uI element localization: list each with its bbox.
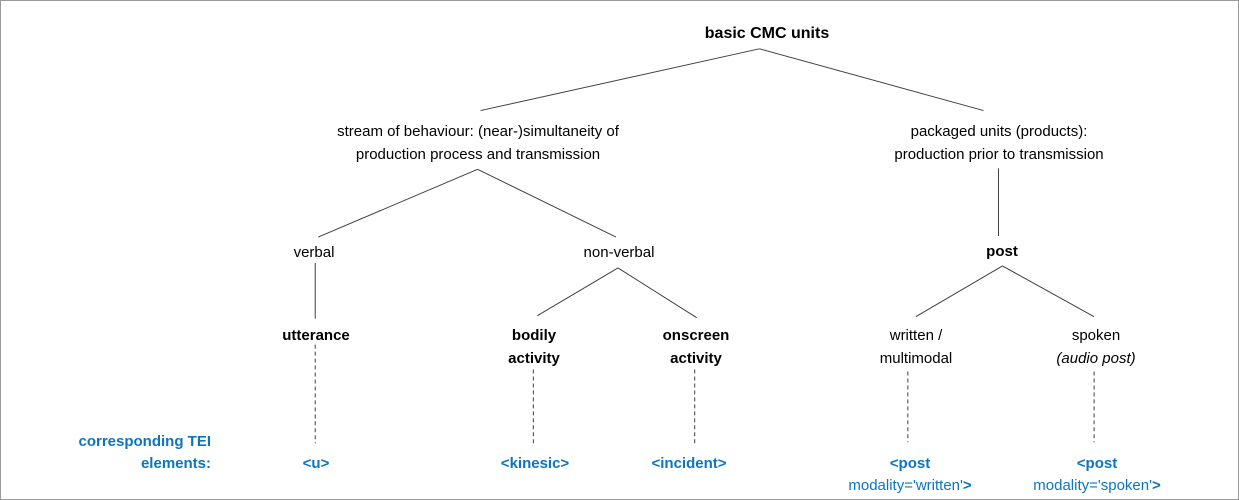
tei-post-written-line1: <post [889,455,931,472]
node-stream-of-behaviour: stream of behaviour: (near-)simultaneity… [337,120,619,166]
tei-element-post-written: <post modality='written'> [848,453,971,497]
node-onscreen-line1: onscreen [662,327,730,344]
tei-element-post-spoken: <post modality='spoken'> [1033,453,1160,497]
node-packaged-line1: packaged units (products): [910,123,1088,140]
edge-nonverbal-onscreen [617,267,697,319]
node-utterance: utterance [282,327,350,344]
node-spoken-line2: (audio post) [1056,350,1136,367]
edge-root-packaged [759,48,984,112]
node-verbal: verbal [293,244,335,261]
tei-caption-line2: elements: [140,455,211,472]
node-written-line1: written / [889,327,943,344]
node-packaged-units: packaged units (products): production pr… [894,120,1103,166]
tei-post-spoken-line2: modality='spoken'> [1033,477,1161,494]
node-bodily-activity: bodily activity [508,324,560,370]
edge-nonverbal-bodily [537,267,619,317]
tei-element-u: <u> [302,455,330,472]
node-onscreen-activity: onscreen activity [663,324,730,370]
node-bodily-line1: bodily [511,327,557,344]
node-bodily-line2: activity [508,350,560,367]
node-non-verbal: non-verbal [583,244,655,261]
edge-post-written [915,265,1003,318]
tei-element-kinesic: <kinesic> [500,455,570,472]
edge-stream-nonverbal [477,168,617,238]
node-stream-line2: production process and transmission [355,146,601,163]
tei-element-incident: <incident> [651,455,727,472]
root-node-basic-cmc-units: basic CMC units [704,25,830,42]
tei-post-written-line2: modality='written'> [848,477,972,494]
node-stream-line1: stream of behaviour: (near-)simultaneity… [337,123,619,140]
node-post: post [986,243,1018,260]
tei-caption-line1: corresponding TEI [78,433,211,450]
edge-stream-verbal [318,168,478,238]
tei-post-spoken-line1: <post [1076,455,1118,472]
node-written-multimodal: written / multimodal [880,324,953,370]
node-onscreen-line2: activity [670,350,722,367]
node-packaged-line2: production prior to transmission [894,146,1104,163]
node-spoken-line1: spoken [1071,327,1121,344]
node-spoken-audio-post: spoken (audio post) [1056,324,1135,370]
tei-caption: corresponding TEI elements: [78,431,211,475]
node-written-line2: multimodal [879,350,953,367]
edge-root-stream [480,48,760,112]
edge-post-spoken [1002,265,1095,318]
